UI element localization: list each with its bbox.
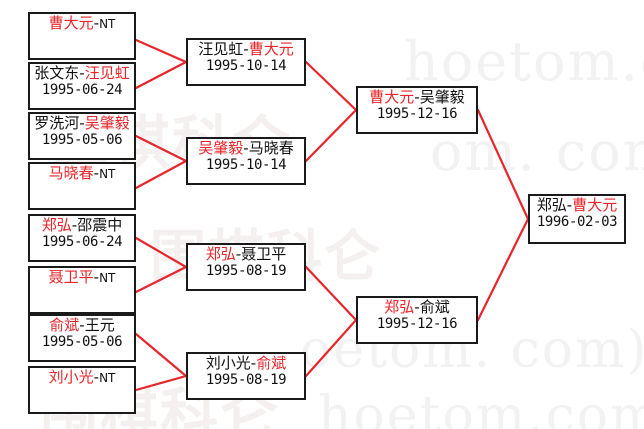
player-loser: NT: [99, 167, 116, 181]
match-players: 郑弘-曹大元: [536, 196, 618, 214]
player-winner: 曹大元: [572, 196, 618, 214]
connector-r2m2-to-r3m1: [304, 108, 358, 163]
match-date: 1995-06-24: [41, 81, 123, 98]
match-box-semifinal-2[interactable]: 郑弘-俞斌 1995-12-16: [356, 296, 478, 344]
player-loser: 刘小光: [205, 354, 251, 372]
player-loser: 王元: [84, 316, 115, 334]
player-loser: 邵震中: [77, 216, 123, 234]
watermark-text: hoetom.com): [404, 30, 644, 93]
match-box-r2m4[interactable]: 刘小光-俞斌 1995-08-19: [186, 352, 306, 400]
match-players: 曹大元-NT: [48, 14, 116, 32]
player-loser: 吴肇毅: [419, 88, 465, 106]
connector-r2m1-to-r3m1: [304, 60, 358, 112]
player-winner: 曹大元: [48, 14, 94, 32]
connector-r1m5-to-r2m3: [134, 236, 188, 269]
player-loser: NT: [99, 271, 116, 285]
match-date: 1995-06-24: [41, 233, 123, 250]
player-winner: 马晓春: [48, 164, 94, 182]
match-date: 1995-08-19: [205, 371, 287, 388]
player-loser: 郑弘: [536, 196, 567, 214]
connector-r1m3-to-r2m2: [134, 134, 188, 163]
connector-r3m1-to-final: [476, 108, 530, 221]
match-players: 郑弘-邵震中: [41, 216, 123, 234]
player-winner: 俞斌: [49, 316, 80, 334]
player-winner: 刘小光: [48, 368, 94, 386]
match-box-r1m3[interactable]: 罗洗河-吴肇毅 1995-05-06: [28, 112, 136, 160]
player-loser: NT: [99, 371, 116, 385]
player-loser: 汪见虹: [198, 40, 244, 58]
player-winner: 曹大元: [248, 40, 294, 58]
match-players: 郑弘-聂卫平: [205, 245, 287, 263]
player-winner: 汪见虹: [84, 64, 130, 82]
match-box-r1m7[interactable]: 俞斌-王元 1995-05-06: [28, 314, 136, 362]
match-date: 1995-08-19: [205, 262, 287, 279]
match-players: 聂卫平-NT: [48, 268, 116, 286]
match-box-r1m4[interactable]: 马晓春-NT: [28, 162, 136, 210]
connector-r2m3-to-r3m2: [304, 265, 358, 322]
connector-r1m8-to-r2m4: [134, 374, 188, 392]
match-players: 曹大元-吴肇毅: [369, 88, 465, 106]
connector-r1m2-to-r2m1: [134, 60, 188, 90]
match-date: 1995-12-16: [376, 315, 458, 332]
player-winner: 曹大元: [369, 88, 415, 106]
match-box-semifinal-1[interactable]: 曹大元-吴肇毅 1995-12-16: [356, 86, 478, 134]
match-date: 1996-02-03: [536, 213, 618, 230]
player-loser: 张文东: [34, 64, 80, 82]
player-winner: 吴肇毅: [198, 139, 244, 157]
match-players: 刘小光-俞斌: [205, 354, 287, 372]
match-box-r1m6[interactable]: 聂卫平-NT: [28, 266, 136, 314]
match-box-r1m5[interactable]: 郑弘-邵震中 1995-06-24: [28, 214, 136, 262]
connector-r3m2-to-final: [476, 217, 530, 322]
match-players: 罗洗河-吴肇毅: [34, 114, 130, 132]
match-box-r2m2[interactable]: 吴肇毅-马晓春 1995-10-14: [186, 137, 306, 185]
match-players: 张文东-汪见虹: [34, 64, 130, 82]
player-winner: 郑弘: [205, 245, 236, 263]
match-box-r1m1[interactable]: 曹大元-NT: [28, 12, 136, 60]
match-box-r1m2[interactable]: 张文东-汪见虹 1995-06-24: [28, 62, 136, 110]
match-box-final[interactable]: 郑弘-曹大元 1996-02-03: [528, 194, 626, 244]
player-loser: 聂卫平: [241, 245, 287, 263]
player-loser: 俞斌: [419, 298, 450, 316]
player-winner: 聂卫平: [48, 268, 94, 286]
player-loser: 罗洗河: [34, 114, 80, 132]
match-date: 1995-10-14: [205, 156, 287, 173]
match-date: 1995-10-14: [205, 57, 287, 74]
match-date: 1995-05-06: [41, 131, 123, 148]
player-winner: 吴肇毅: [84, 114, 130, 132]
match-date: 1995-12-16: [376, 105, 458, 122]
player-winner-2: 郑弘: [384, 298, 415, 316]
match-players: 俞斌-王元: [49, 316, 115, 334]
watermark-text: hoetom.com): [318, 386, 644, 429]
match-box-r1m8[interactable]: 刘小光-NT: [28, 366, 136, 414]
connector-r1m4-to-r2m2: [134, 159, 188, 190]
connector-r2m4-to-r3m2: [304, 318, 358, 378]
player-winner: 郑弘: [41, 216, 72, 234]
player-winner: 俞斌: [256, 354, 287, 372]
match-players: 汪见虹-曹大元: [198, 40, 294, 58]
match-players: 吴肇毅-马晓春: [198, 139, 294, 157]
match-players: 郑弘-俞斌: [384, 298, 450, 316]
player-loser: 马晓春: [248, 139, 294, 157]
match-players: 刘小光-NT: [48, 368, 116, 386]
connector-r1m6-to-r2m3: [134, 265, 188, 294]
match-box-r2m1[interactable]: 汪见虹-曹大元 1995-10-14: [186, 38, 306, 86]
player-loser: NT: [99, 17, 116, 31]
connector-r1m1-to-r2m1: [134, 38, 188, 64]
connector-r1m7-to-r2m4: [134, 332, 188, 378]
match-box-r2m3[interactable]: 郑弘-聂卫平 1995-08-19: [186, 243, 306, 291]
match-players: 马晓春-NT: [48, 164, 116, 182]
match-date: 1995-05-06: [41, 333, 123, 350]
